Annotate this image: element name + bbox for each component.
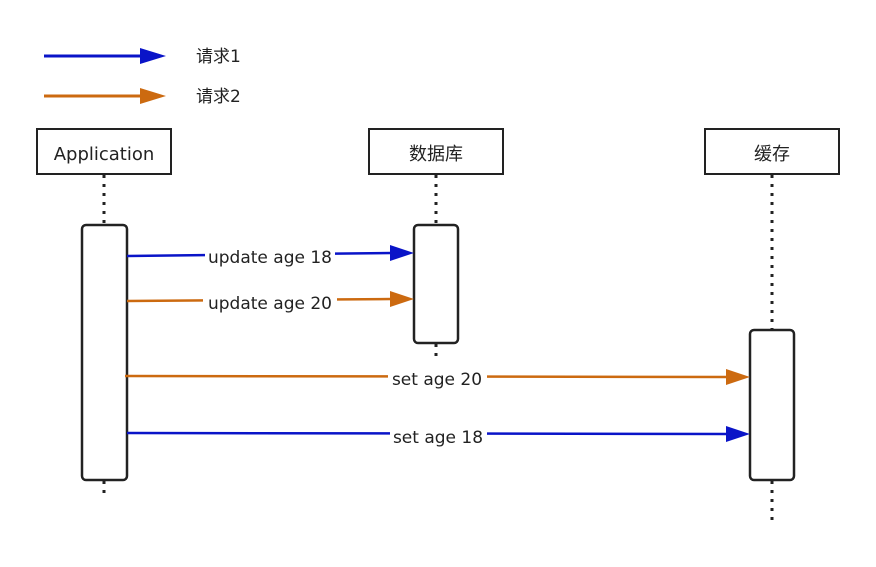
activation-application bbox=[80, 223, 129, 482]
message-arrowhead-update-age-18 bbox=[390, 245, 414, 261]
legend-arrowhead-request-2 bbox=[140, 88, 166, 104]
participant-box-database bbox=[368, 128, 504, 175]
participant-database: 数据库 bbox=[368, 128, 504, 175]
participant-cache: 缓存 bbox=[704, 128, 840, 175]
participant-label-cache: 缓存 bbox=[754, 144, 790, 165]
participant-box-cache bbox=[704, 128, 840, 175]
participant-label-database: 数据库 bbox=[409, 144, 463, 165]
message-set-age-18: set age 18 bbox=[126, 424, 750, 450]
legend-label-request-1: 请求1 bbox=[196, 47, 241, 67]
participant-label-application: Application bbox=[54, 144, 155, 165]
message-label-bg-set-age-20 bbox=[388, 366, 487, 392]
message-label-bg-update-age-18 bbox=[205, 244, 335, 270]
message-update-age-18: update age 18 bbox=[126, 244, 414, 270]
activations bbox=[80, 223, 796, 482]
legend: 请求1 请求2 bbox=[44, 47, 241, 107]
message-label-bg-update-age-20 bbox=[203, 290, 337, 316]
message-label-set-age-20: set age 20 bbox=[392, 370, 482, 390]
message-set-age-20: set age 20 bbox=[124, 366, 750, 392]
legend-label-request-2: 请求2 bbox=[196, 87, 241, 107]
participant-application: Application bbox=[36, 128, 172, 175]
legend-arrowhead-request-1 bbox=[140, 48, 166, 64]
message-arrowhead-update-age-20 bbox=[390, 291, 414, 307]
message-update-age-20: update age 20 bbox=[126, 290, 414, 316]
message-label-update-age-20: update age 20 bbox=[208, 294, 332, 314]
legend-item-request-1: 请求1 bbox=[44, 47, 241, 67]
messages: update age 18 update age 20 set age 20 s… bbox=[124, 244, 750, 450]
participant-box-application bbox=[36, 128, 172, 175]
message-label-bg-set-age-18 bbox=[390, 424, 487, 450]
activation-database bbox=[412, 223, 460, 345]
message-label-update-age-18: update age 18 bbox=[208, 248, 332, 268]
legend-item-request-2: 请求2 bbox=[44, 87, 241, 107]
message-arrowhead-set-age-18 bbox=[726, 426, 750, 442]
lifelines bbox=[102, 175, 774, 526]
message-arrowhead-set-age-20 bbox=[726, 369, 750, 385]
activation-cache bbox=[748, 328, 796, 482]
message-label-set-age-18: set age 18 bbox=[393, 428, 483, 448]
